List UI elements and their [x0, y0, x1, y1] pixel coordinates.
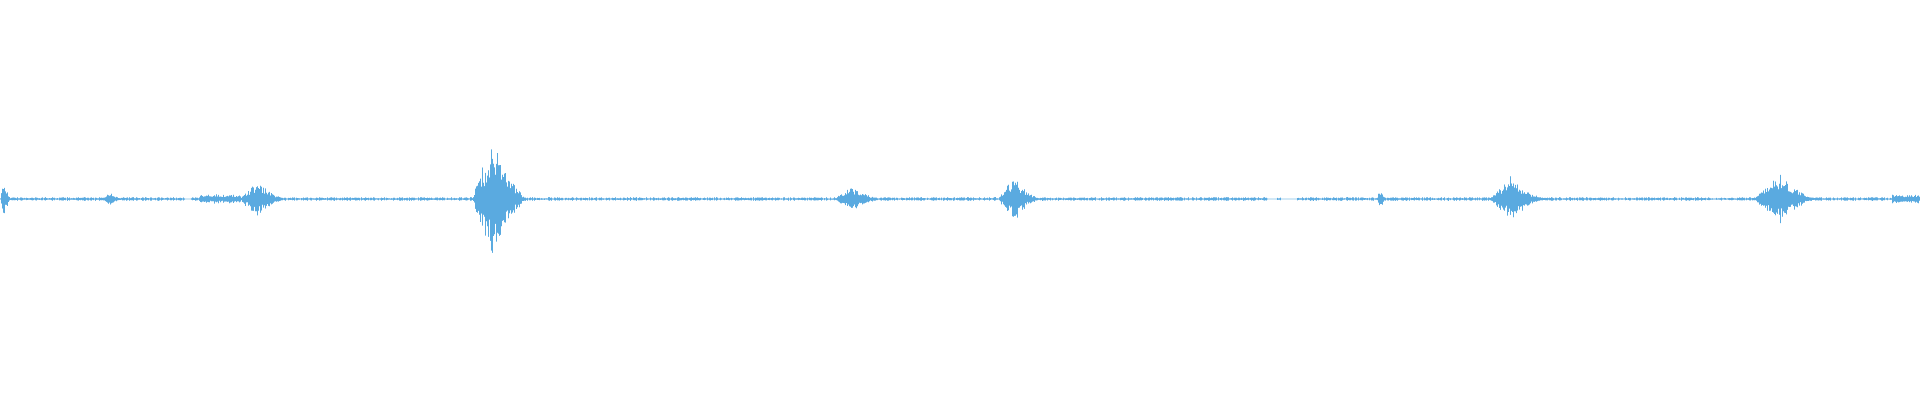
waveform-samples: [0, 149, 1920, 253]
